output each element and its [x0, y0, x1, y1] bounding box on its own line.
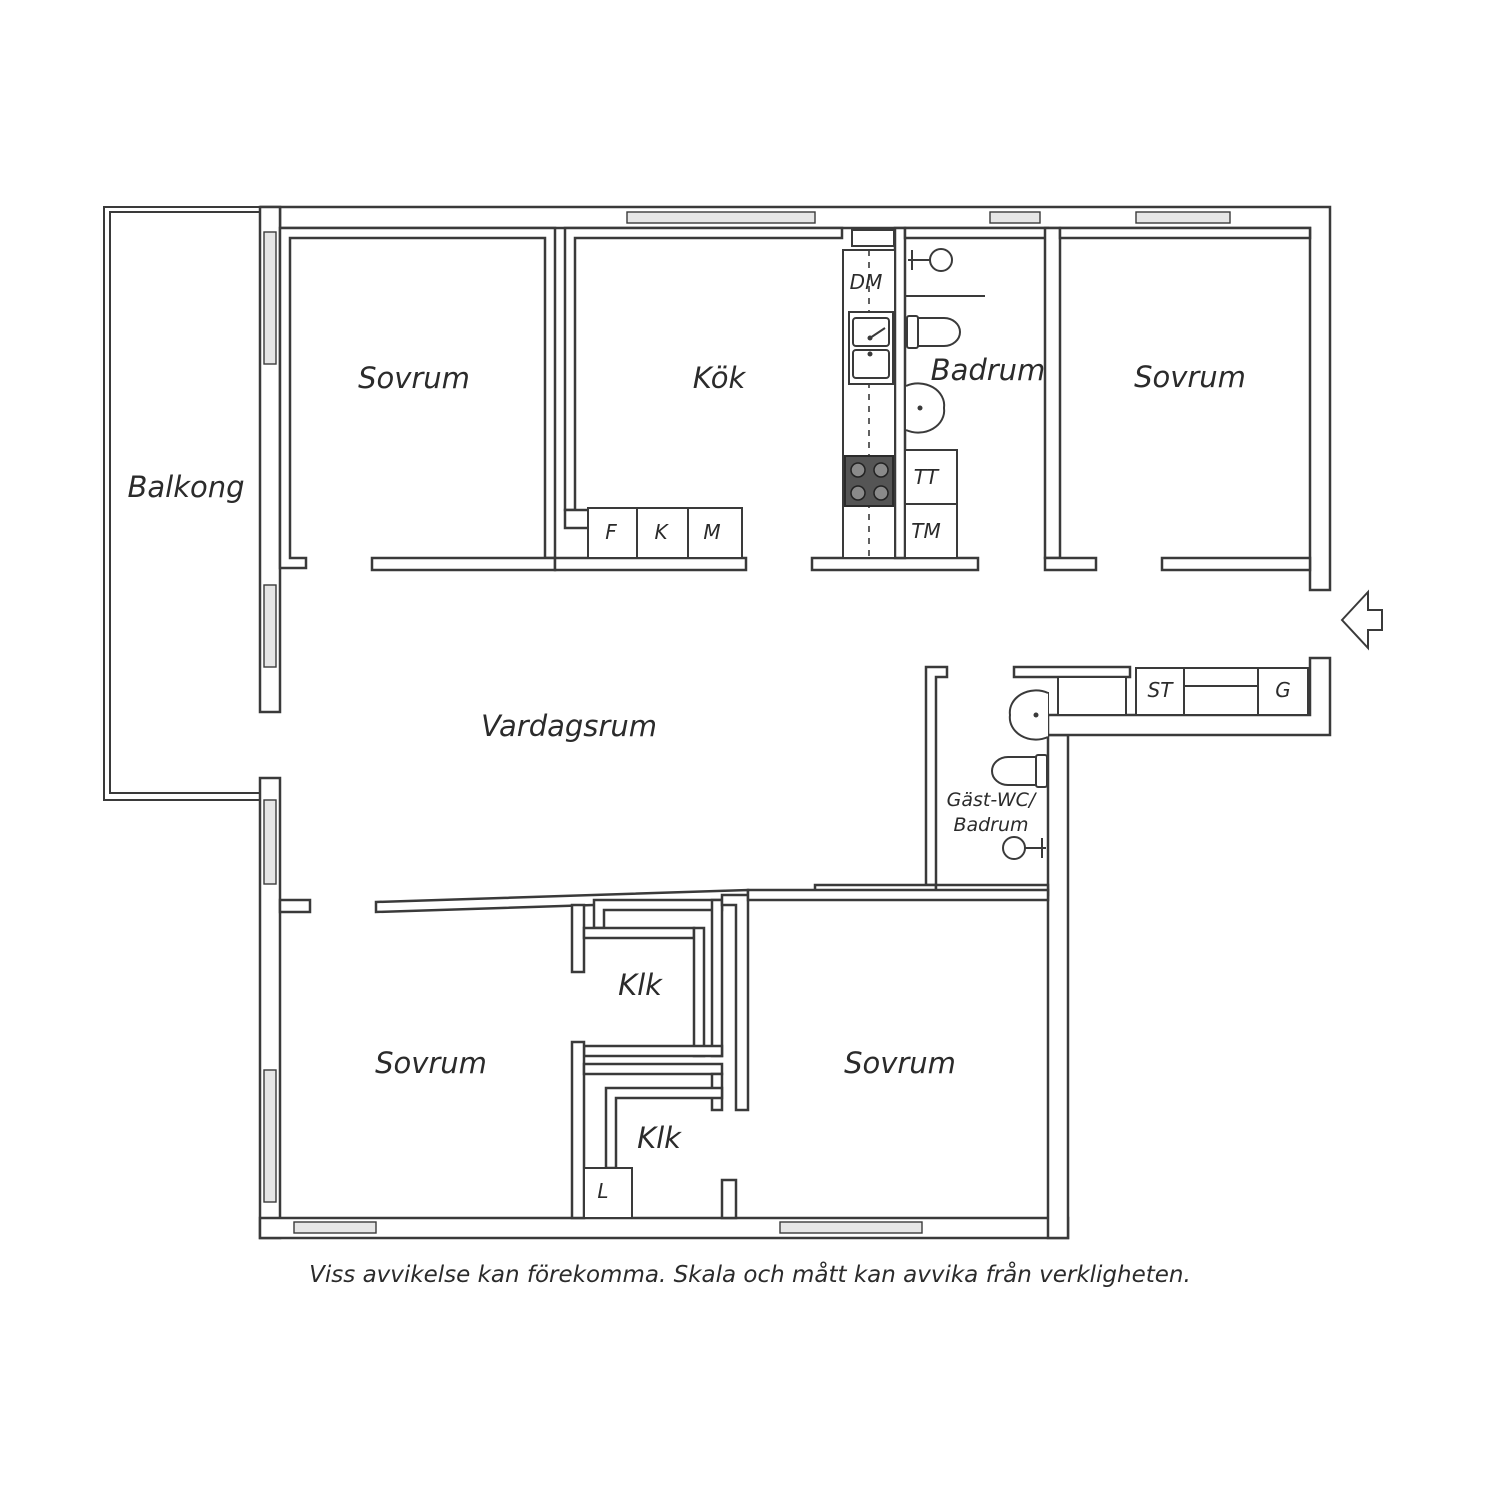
- shower-icon: [1002, 836, 1046, 860]
- window: [263, 799, 277, 885]
- washbasin-icon: [1008, 689, 1049, 741]
- fixture-label-tt: TT: [914, 465, 940, 489]
- window: [1135, 211, 1231, 224]
- room-label-klk-lower: Klk: [637, 1121, 682, 1155]
- window: [989, 211, 1041, 224]
- room-label-sovrum-se: Sovrum: [844, 1046, 956, 1080]
- toilet-icon: [991, 754, 1048, 788]
- room-label-sovrum-sw: Sovrum: [375, 1046, 487, 1080]
- window: [626, 211, 816, 224]
- fixture-label-tm: TM: [911, 519, 940, 543]
- fixture-label-k: K: [654, 520, 669, 544]
- guest-wc-fixtures: [991, 689, 1049, 860]
- fixture-label-f: F: [605, 520, 617, 544]
- washbasin-icon: [905, 382, 946, 434]
- room-label-gast-wc-2: Badrum: [953, 814, 1028, 836]
- room-label-vardagsrum: Vardagsrum: [481, 709, 657, 743]
- disclaimer-text: Viss avvikelse kan förekomma. Skala och …: [309, 1262, 1191, 1288]
- bathroom-fixtures: [904, 248, 985, 559]
- room-label-balkong: Balkong: [127, 470, 244, 504]
- room-label-badrum: Badrum: [931, 353, 1046, 387]
- fixture-label-g: G: [1275, 678, 1291, 702]
- kitchen-appliances: [587, 507, 743, 559]
- closet-box: [583, 1167, 633, 1219]
- hall-storage: [1057, 667, 1309, 716]
- kitchen-counter: [842, 229, 896, 559]
- window: [263, 231, 277, 365]
- toilet-icon: [906, 315, 961, 349]
- room-label-gast-wc-1: Gäst-WC/: [947, 789, 1038, 811]
- window: [293, 1221, 377, 1234]
- window: [779, 1221, 923, 1234]
- room-label-kok: Kök: [693, 361, 747, 395]
- fixture-label-dm: DM: [850, 270, 883, 294]
- room-label-sovrum-nw: Sovrum: [358, 361, 470, 395]
- window: [263, 1069, 277, 1203]
- room-label-klk-upper: Klk: [618, 968, 663, 1002]
- fixture-label-m: M: [703, 520, 720, 544]
- fixture-label-l: L: [597, 1179, 608, 1203]
- entrance-arrow-icon: [1340, 589, 1383, 651]
- windows: [263, 211, 1231, 1234]
- window: [263, 584, 277, 668]
- fixture-label-st: ST: [1148, 678, 1175, 702]
- shower-icon: [908, 248, 953, 272]
- room-label-sovrum-ne: Sovrum: [1134, 360, 1246, 394]
